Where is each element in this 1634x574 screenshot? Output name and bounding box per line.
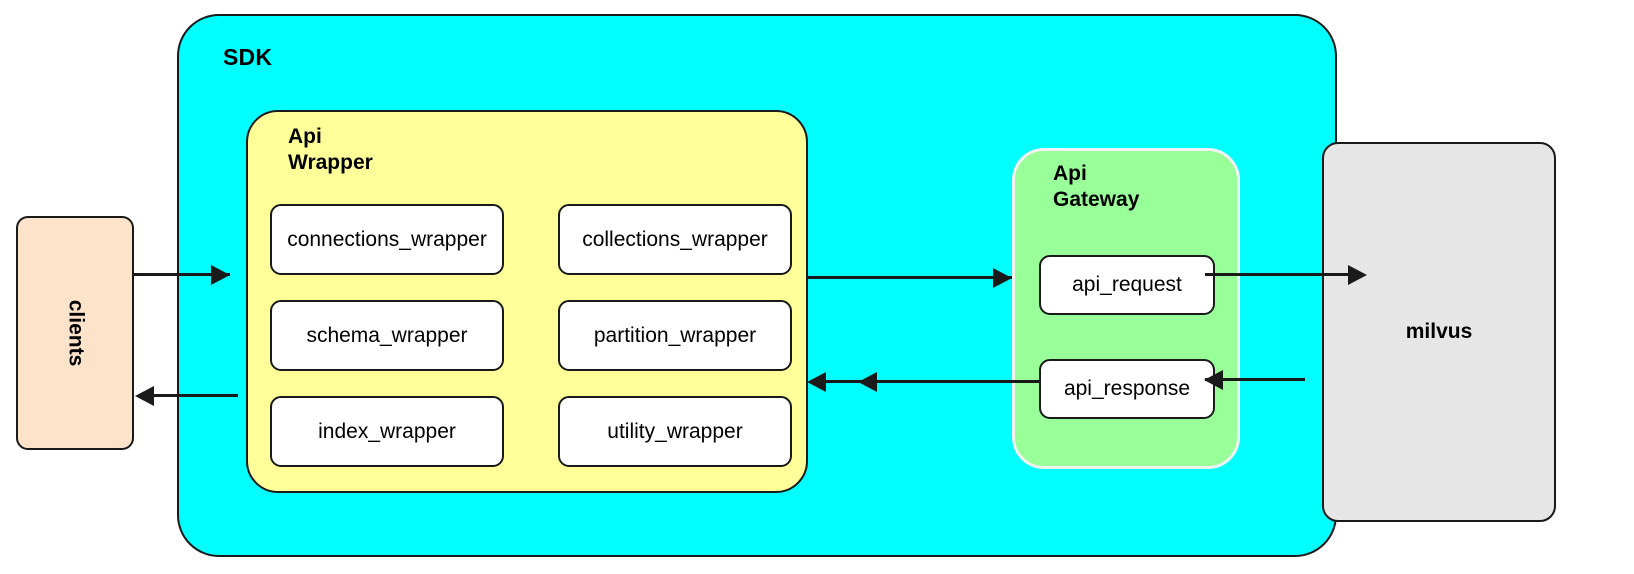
node-api-request[interactable]: api_request xyxy=(1039,255,1215,315)
connector-sdk-to-clients-arrowhead xyxy=(135,386,154,406)
node-utility-wrapper[interactable]: utility_wrapper xyxy=(558,396,792,467)
group-api-wrapper-label: Api Wrapper xyxy=(288,125,373,175)
connector-api-wrapper-to-api-request-arrowhead xyxy=(993,268,1012,288)
node-clients[interactable]: clients xyxy=(16,216,134,450)
group-api-gateway-label: Api Gateway xyxy=(1053,162,1140,212)
connector-sdk-to-clients-line xyxy=(146,394,238,397)
group-api-gateway[interactable]: Api Gateway api_request api_response xyxy=(1012,148,1240,469)
connector-clients-to-sdk-arrowhead xyxy=(211,265,230,285)
connector-checker-to-api-wrapper-arrowhead xyxy=(807,372,826,392)
group-api-wrapper[interactable]: Api Wrapper connections_wrapper collecti… xyxy=(246,110,808,493)
node-milvus[interactable]: milvus xyxy=(1322,142,1556,522)
connector-clients-to-sdk-line xyxy=(134,273,230,276)
container-sdk[interactable]: SDK Api Wrapper connections_wrapper coll… xyxy=(177,14,1337,557)
connector-api-request-to-milvus-arrowhead xyxy=(1348,265,1367,285)
connector-api-request-to-milvus-line xyxy=(1205,273,1355,276)
node-partition-wrapper[interactable]: partition_wrapper xyxy=(558,300,792,371)
connector-milvus-to-api-response-arrowhead xyxy=(1204,370,1223,390)
node-api-response[interactable]: api_response xyxy=(1039,359,1215,419)
node-schema-wrapper[interactable]: schema_wrapper xyxy=(270,300,504,371)
connector-milvus-to-api-response-line xyxy=(1205,378,1305,381)
connector-api-wrapper-to-api-request-line xyxy=(808,276,1012,279)
node-collections-wrapper[interactable]: collections_wrapper xyxy=(558,204,792,275)
connector-checker-to-api-wrapper-line xyxy=(826,380,978,383)
node-clients-label: clients xyxy=(64,299,87,367)
node-index-wrapper[interactable]: index_wrapper xyxy=(270,396,504,467)
node-connections-wrapper[interactable]: connections_wrapper xyxy=(270,204,504,275)
container-sdk-label: SDK xyxy=(223,44,273,70)
